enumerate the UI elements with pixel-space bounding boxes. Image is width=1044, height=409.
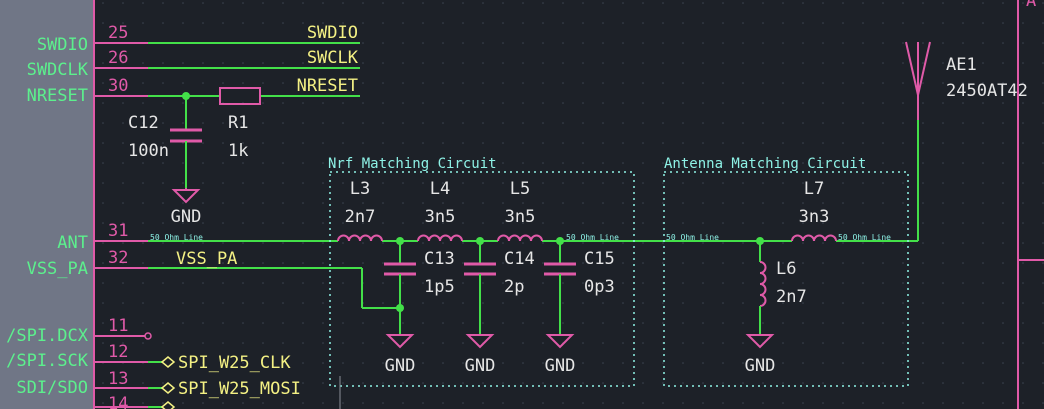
ic-pin-lines xyxy=(94,42,152,408)
nrf-matching-box xyxy=(329,171,635,387)
l7-value: 3n3 xyxy=(799,207,830,227)
nrf-matching-title: Nrf Matching Circuit xyxy=(328,156,497,172)
pin-name-vss-pa: VSS_PA xyxy=(27,259,88,279)
hier-label-spi-clk: SPI_W25_CLK xyxy=(178,353,291,373)
c12-ref: C12 xyxy=(128,113,159,133)
pin-number-31: 31 xyxy=(108,221,128,241)
gnd-label: GND xyxy=(171,207,202,227)
hier-label-marker-next xyxy=(160,401,176,409)
pin-number-14: 14 xyxy=(108,394,128,409)
gnd-symbol-c12 xyxy=(171,188,201,204)
l6-value: 2n7 xyxy=(776,287,807,307)
antenna-matching-box xyxy=(663,171,909,387)
ohm-line-label-1: 50 Ohm Line xyxy=(150,233,203,242)
pin-number-26: 26 xyxy=(108,48,128,68)
pin-name-ant: ANT xyxy=(57,233,88,253)
gnd-label-l6: GND xyxy=(745,356,776,376)
l6-ref: L6 xyxy=(776,259,796,279)
l4-value: 3n5 xyxy=(425,207,456,227)
gnd-symbol-c15 xyxy=(545,334,575,349)
no-connect-pin-marker xyxy=(144,332,152,340)
antenna-ae1[interactable] xyxy=(905,41,931,120)
ae1-value: 2450AT42 xyxy=(946,81,1028,101)
sheet-frame: A xyxy=(1017,0,1044,409)
ohm-line-label-3: 50 Ohm Line xyxy=(666,233,719,242)
gnd-label-c15: GND xyxy=(545,356,576,376)
c13-ref: C13 xyxy=(424,249,455,269)
hier-label-spi-mosi: SPI_W25_MOSI xyxy=(178,379,301,399)
r1-ref: R1 xyxy=(228,113,248,133)
pin-number-11: 11 xyxy=(108,316,128,336)
gnd-label-c14: GND xyxy=(465,356,496,376)
resistor-r1[interactable] xyxy=(219,87,261,105)
l7-ref: L7 xyxy=(804,179,824,199)
c13-value: 1p5 xyxy=(424,277,455,297)
ant-rf-line[interactable] xyxy=(148,120,919,242)
net-label-swdio: SWDIO xyxy=(307,23,358,43)
pin-number-12: 12 xyxy=(108,342,128,362)
pin-number-32: 32 xyxy=(108,248,128,268)
pin-number-25: 25 xyxy=(108,23,128,43)
ic-body[interactable] xyxy=(0,0,95,409)
inductor-l3[interactable] xyxy=(337,234,383,242)
c14-value: 2p xyxy=(504,277,524,297)
pin-number-13: 13 xyxy=(108,369,128,389)
capacitor-c13[interactable] xyxy=(384,237,416,335)
pin-name-swdclk: SWDCLK xyxy=(27,60,89,80)
net-label-swclk: SWCLK xyxy=(307,48,359,68)
c12-value: 100n xyxy=(128,141,169,161)
pin-name-swdio: SWDIO xyxy=(37,35,88,55)
inductor-l7[interactable] xyxy=(791,234,837,242)
l3-value: 2n7 xyxy=(345,207,376,227)
pin-name-nreset: NRESET xyxy=(27,86,88,106)
vss-pa-wire[interactable] xyxy=(148,267,400,309)
swd-wires[interactable] xyxy=(148,42,360,97)
l5-ref: L5 xyxy=(510,179,530,199)
pin-number-30: 30 xyxy=(108,76,128,96)
pin-name-spi-dcx: /SPI.DCX xyxy=(6,326,89,346)
antenna-matching-title: Antenna Matching Circuit xyxy=(664,156,866,172)
spi-wires[interactable] xyxy=(148,356,176,409)
net-label-vss-pa: VSS_PA xyxy=(176,249,237,269)
hier-label-marker-clk xyxy=(160,356,176,368)
c15-value: 0p3 xyxy=(584,277,615,297)
inductor-l6[interactable] xyxy=(756,237,767,335)
net-label-nreset: NRESET xyxy=(297,76,358,96)
ic-symbol[interactable] xyxy=(0,0,95,409)
ic-pin-numbers: 25 26 30 31 32 11 12 13 14 xyxy=(108,23,128,409)
ae1-ref: AE1 xyxy=(946,55,977,75)
c15-ref: C15 xyxy=(584,249,615,269)
hier-label-marker-mosi xyxy=(160,382,176,394)
gnd-label-c13: GND xyxy=(385,356,416,376)
gnd-symbol-l6 xyxy=(745,334,775,349)
ohm-line-label-2: 50 Ohm Line xyxy=(566,233,619,242)
ic-pin-names: SWDIO SWDCLK NRESET ANT VSS_PA /SPI.DCX … xyxy=(6,35,89,398)
capacitor-c14[interactable] xyxy=(464,237,496,335)
pin-name-sdi-sdo: SDI/SDO xyxy=(16,378,88,398)
pin-name-spi-sck: /SPI.SCK xyxy=(6,351,89,371)
r1-value: 1k xyxy=(228,141,248,161)
c14-ref: C14 xyxy=(504,249,535,269)
inductor-l5[interactable] xyxy=(497,234,543,242)
l5-value: 3n5 xyxy=(505,207,536,227)
frame-column-letter: A xyxy=(1026,0,1036,11)
gnd-symbol-c13 xyxy=(385,334,415,349)
l3-ref: L3 xyxy=(350,179,370,199)
capacitor-c15[interactable] xyxy=(544,237,576,335)
inductor-l4[interactable] xyxy=(417,234,463,242)
gnd-symbol-c14 xyxy=(465,334,495,349)
l4-ref: L4 xyxy=(430,179,450,199)
ohm-line-label-4: 50 Ohm Line xyxy=(838,233,891,242)
capacitor-c12[interactable] xyxy=(170,92,202,188)
